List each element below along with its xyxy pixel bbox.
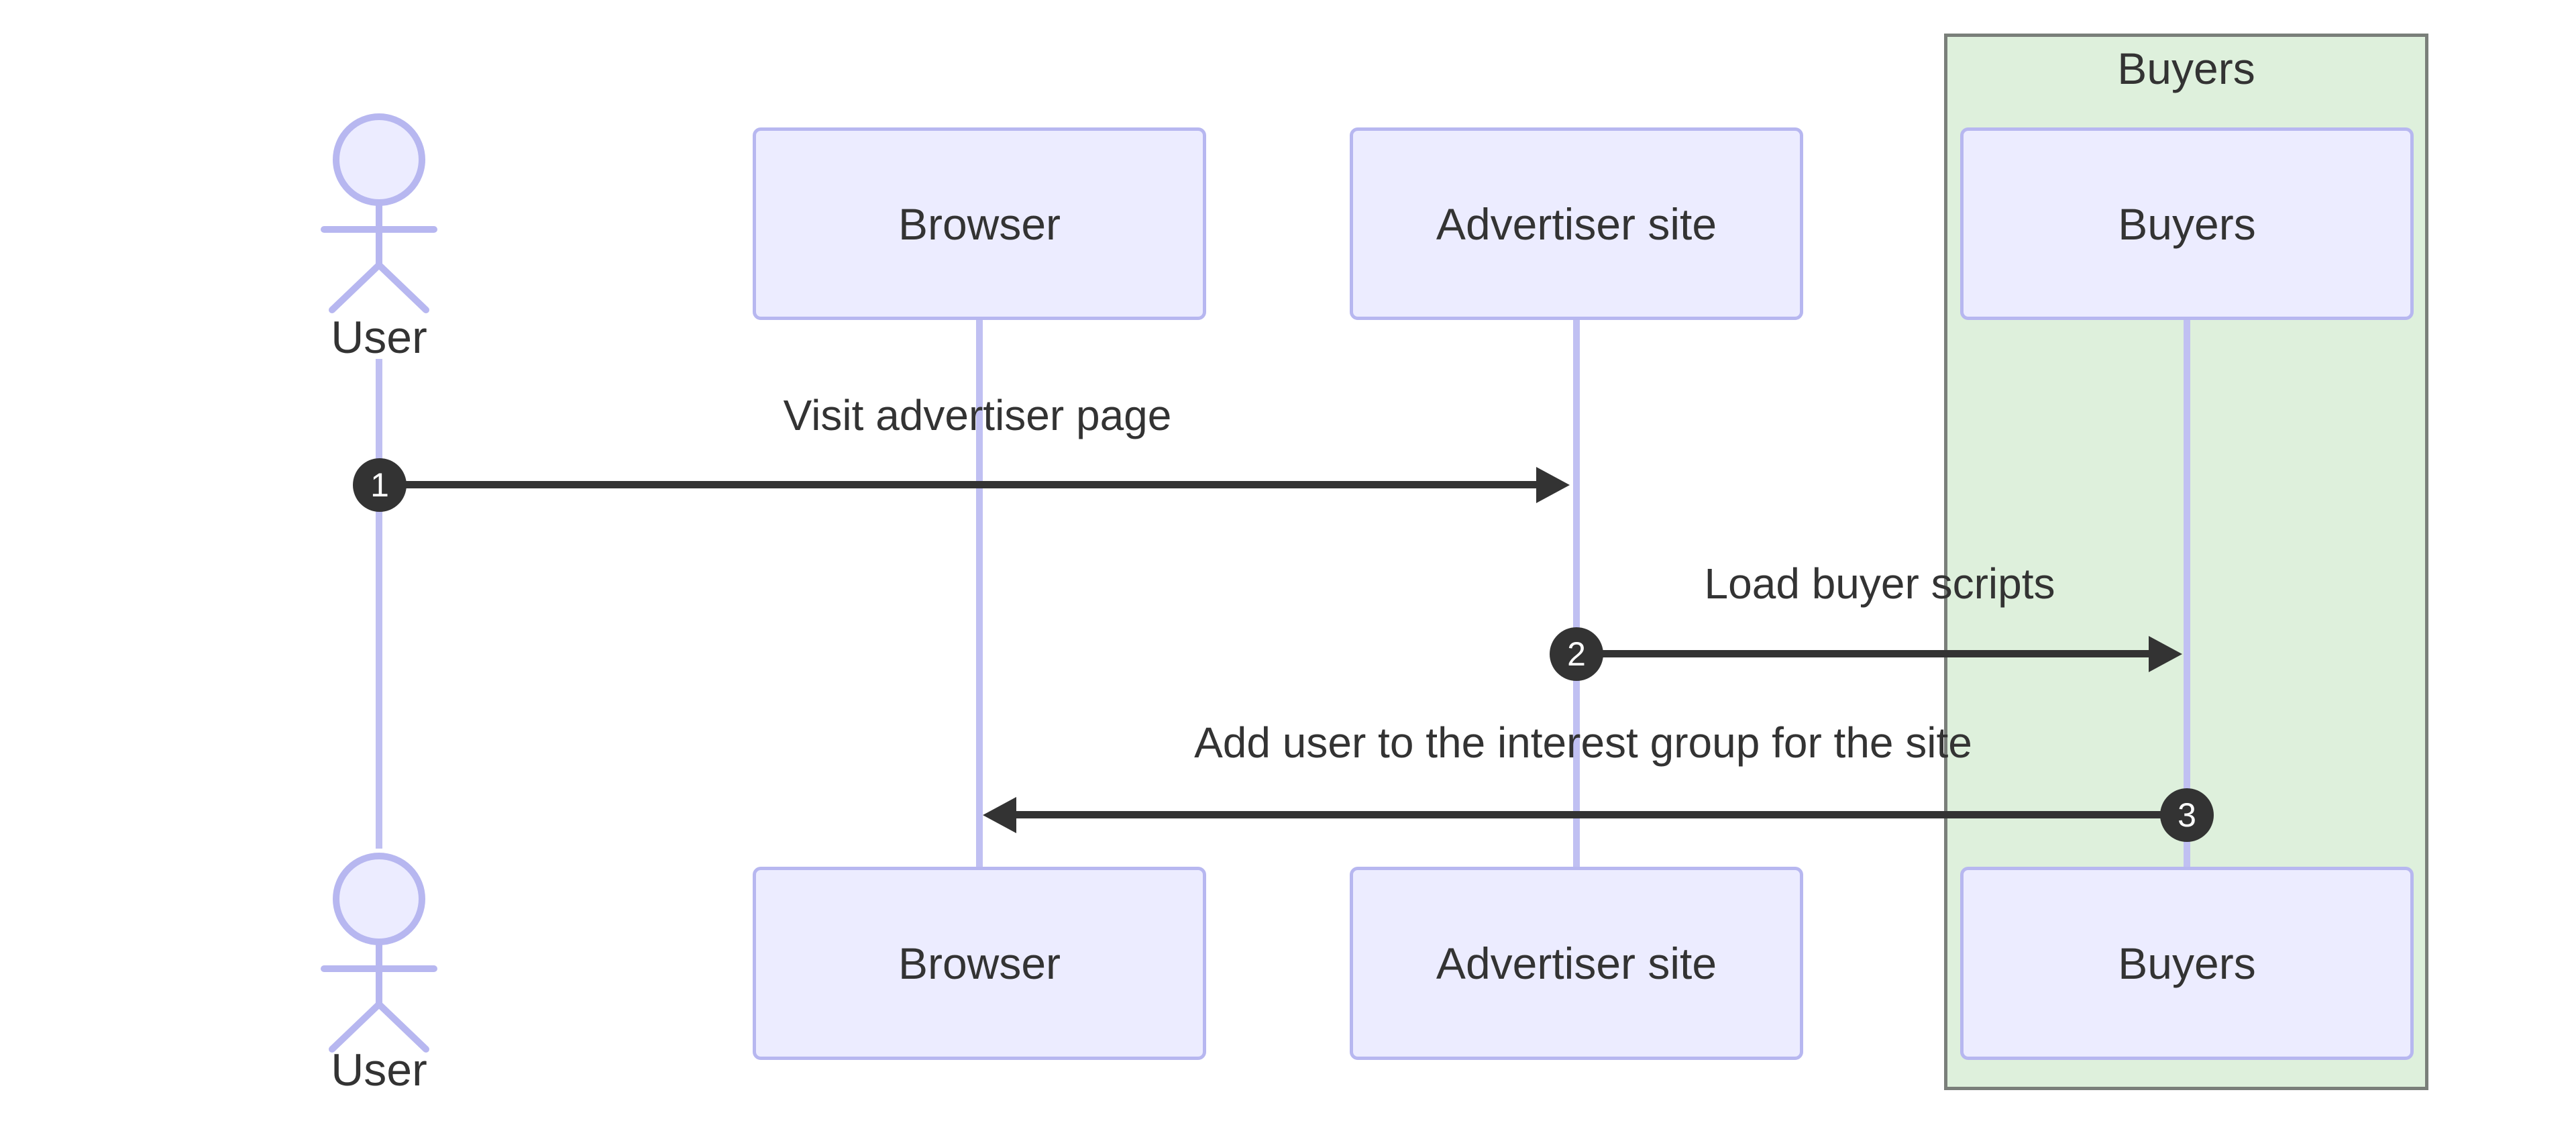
message-label-2: Load buyer scripts xyxy=(1704,559,2055,608)
arrowhead-right-icon xyxy=(1536,467,1570,503)
participant-label: Buyers xyxy=(2118,199,2256,249)
participant-box-buyers-bottom: Buyers xyxy=(1960,867,2414,1060)
arrowhead-left-icon xyxy=(983,797,1016,833)
participant-label: Browser xyxy=(898,199,1061,249)
participant-box-buyers-top: Buyers xyxy=(1960,127,2414,320)
message-label-1: Visit advertiser page xyxy=(783,391,1172,439)
sequence-number-badge-1: 1 xyxy=(353,458,407,512)
user-actor-icon xyxy=(321,113,437,313)
user-actor-label-top: User xyxy=(331,312,427,363)
browser-lifeline xyxy=(976,319,983,867)
buyers-lifeline xyxy=(2184,319,2190,867)
user-actor-icon xyxy=(321,853,437,1053)
buyers-group-title: Buyers xyxy=(2117,44,2255,93)
advertiser-site-lifeline xyxy=(1573,319,1580,867)
participant-box-advertiser-site-bottom: Advertiser site xyxy=(1350,867,1803,1060)
participant-box-advertiser-site-top: Advertiser site xyxy=(1350,127,1803,320)
message-label-3: Add user to the interest group for the s… xyxy=(1194,718,1972,767)
arrowhead-right-icon xyxy=(2149,636,2182,672)
participant-label: Buyers xyxy=(2118,939,2256,988)
user-actor-label-bottom: User xyxy=(331,1045,427,1095)
participant-label: Browser xyxy=(898,939,1061,988)
sequence-number-badge-2: 2 xyxy=(1550,627,1603,681)
message-arrow-1 xyxy=(380,481,1536,488)
sequence-number-badge-3: 3 xyxy=(2160,788,2214,842)
participant-box-browser-top: Browser xyxy=(753,127,1206,320)
participant-label: Advertiser site xyxy=(1436,939,1717,988)
participant-label: Advertiser site xyxy=(1436,199,1717,249)
message-arrow-3 xyxy=(1016,811,2187,818)
message-arrow-2 xyxy=(1576,650,2149,657)
participant-box-browser-bottom: Browser xyxy=(753,867,1206,1060)
user-lifeline xyxy=(376,359,382,849)
